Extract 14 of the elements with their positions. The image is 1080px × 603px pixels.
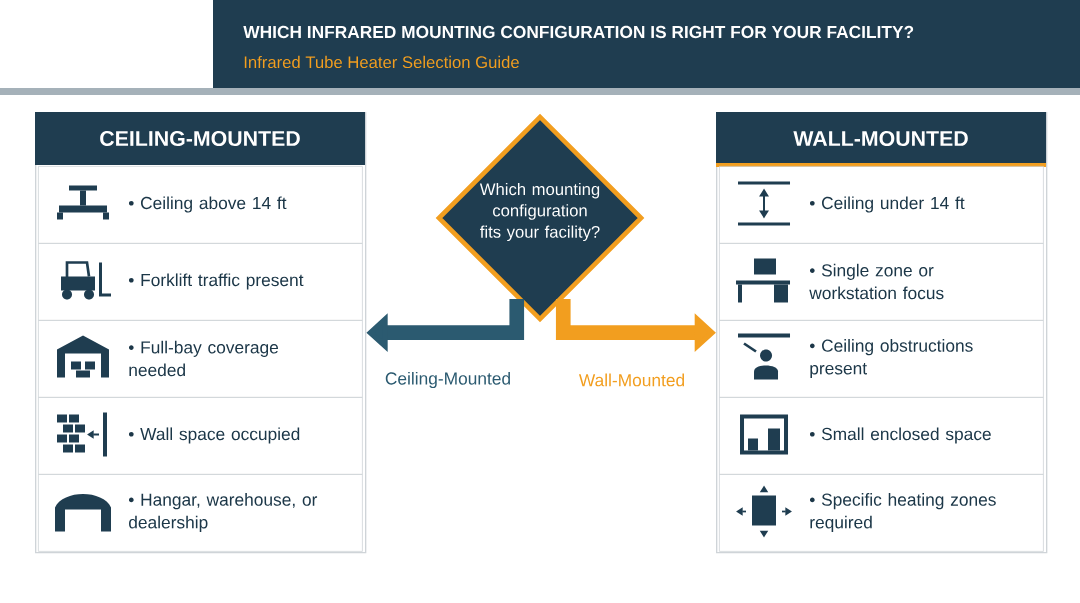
list-row: • Wall space occupied: [38, 397, 363, 475]
list-row: • Specific heating zones required: [719, 474, 1044, 552]
edge-label: Ceiling-Mounted: [385, 371, 510, 389]
list-row: • Ceiling above 14 ft: [38, 166, 363, 244]
edge-label: Wall-Mounted: [578, 373, 685, 387]
list-row: • Single zone or workstation focus: [719, 243, 1044, 321]
subtitle: Infrared Tube Heater Selection Guide: [244, 55, 519, 69]
page-title: WHICH INFRARED MOUNTING CONFIGURATION IS RIGHT FOR YOUR FACILITY?: [243, 25, 914, 39]
list-row: • Ceiling under 14 ft: [719, 166, 1044, 244]
list-row: • Forklift traffic present: [38, 243, 363, 321]
list-row: • Small enclosed space: [719, 397, 1044, 475]
list-row: • Ceiling obstructions present: [719, 320, 1044, 398]
list-row: • Hangar, warehouse, or dealership: [38, 474, 363, 552]
list-row: • Full-bay coverage needed: [38, 320, 363, 398]
